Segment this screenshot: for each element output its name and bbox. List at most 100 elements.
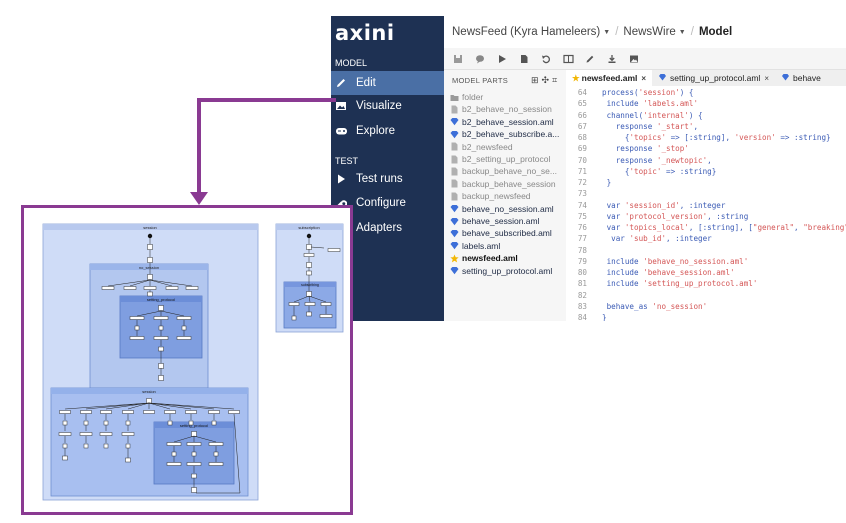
sidebar-section-model: MODEL xyxy=(335,58,368,68)
download-icon[interactable] xyxy=(606,53,618,65)
state-node xyxy=(103,420,109,426)
label-node xyxy=(185,286,199,290)
model-part-item[interactable]: backup_newsfeed xyxy=(450,190,564,202)
transition-edge xyxy=(64,402,150,410)
line-number: 80 xyxy=(577,268,587,277)
model-part-item[interactable]: behave_subscribed.aml xyxy=(450,227,564,239)
model-part-item[interactable]: backup_behave_no_se... xyxy=(450,165,564,177)
folder-icon xyxy=(450,93,459,102)
sidebar-item-test-runs[interactable]: Test runs xyxy=(331,167,444,191)
sidebar-item-label: Visualize xyxy=(356,100,402,112)
model-part-label: b2_behave_session.aml xyxy=(462,116,554,127)
label-node xyxy=(100,410,112,414)
file-icon xyxy=(450,179,459,188)
close-icon[interactable]: × xyxy=(764,73,769,83)
comment-icon[interactable] xyxy=(474,53,486,65)
line-number: 75 xyxy=(577,211,587,221)
state-machine-visualization: session no_session setting_protocol sess… xyxy=(21,205,353,515)
model-part-item[interactable]: labels.aml xyxy=(450,240,564,252)
file-icon xyxy=(450,142,459,151)
no-session-label: no_session xyxy=(139,265,159,270)
play-icon[interactable] xyxy=(496,53,508,65)
state-node xyxy=(62,443,68,449)
sidebar-item-edit[interactable]: Edit xyxy=(331,71,444,95)
gem-icon xyxy=(658,73,667,83)
line-number: 67 xyxy=(577,121,587,131)
image-icon[interactable] xyxy=(628,53,640,65)
model-part-item[interactable]: b2_newsfeed xyxy=(450,141,564,153)
setting-up-protocol-label: setting_protocol xyxy=(147,297,175,302)
line-number: 82 xyxy=(577,290,587,300)
code-line: {'topic' => :string} xyxy=(602,166,717,176)
breadcrumb-group[interactable]: NewsWire xyxy=(623,26,676,38)
transition-edge xyxy=(136,310,162,317)
model-part-item[interactable]: folder xyxy=(450,91,564,103)
state-node xyxy=(167,420,173,426)
label-node xyxy=(153,336,169,340)
gem-icon xyxy=(450,204,459,213)
model-part-item[interactable]: b2_behave_session.aml xyxy=(450,116,564,128)
model-part-item[interactable]: b2_setting_up_protocol xyxy=(450,153,564,165)
code-line: include 'behave_no_session.aml' xyxy=(602,256,749,266)
model-part-item[interactable]: backup_behave_session xyxy=(450,178,564,190)
line-number: 81 xyxy=(577,279,587,289)
split-view-icon[interactable] xyxy=(562,53,574,65)
session-label: session xyxy=(143,225,157,230)
tab-behave[interactable]: behave xyxy=(775,70,827,86)
transition-edge xyxy=(160,310,185,317)
code-line: response '_start', xyxy=(602,121,699,131)
model-part-item[interactable]: behave_no_session.aml xyxy=(450,203,564,215)
file-icon[interactable] xyxy=(518,53,530,65)
chevron-down-icon[interactable]: ▼ xyxy=(678,28,686,36)
model-part-label: behave_subscribed.aml xyxy=(462,228,552,239)
label-node xyxy=(208,462,224,466)
sidebar-item-visualize[interactable]: Visualize xyxy=(331,94,444,118)
code-line: var 'sub_id', :integer xyxy=(602,234,712,244)
model-part-item[interactable]: behave_session.aml xyxy=(450,215,564,227)
tab-newsfeed[interactable]: ★ newsfeed.aml × xyxy=(566,70,653,86)
collapse-icon[interactable]: ⌗ xyxy=(552,75,558,85)
state-node xyxy=(62,420,68,426)
state-node xyxy=(158,346,164,352)
label-node xyxy=(129,316,145,320)
model-part-label: labels.aml xyxy=(462,240,501,251)
sidebar-item-label: Edit xyxy=(356,77,376,89)
save-icon[interactable] xyxy=(452,53,464,65)
breadcrumb-current: Model xyxy=(698,26,733,38)
expand-icon[interactable]: ✣ xyxy=(541,75,550,85)
label-node xyxy=(99,432,113,436)
sidebar-item-explore[interactable]: Explore xyxy=(331,119,444,143)
axini-logo: axini xyxy=(335,21,395,45)
session-inner-label: session xyxy=(142,389,156,394)
state-node xyxy=(158,305,164,311)
state-node xyxy=(306,311,312,317)
close-icon[interactable]: × xyxy=(641,73,647,83)
model-part-item[interactable]: setting_up_protocol.aml xyxy=(450,265,564,277)
add-icon[interactable]: ⊞ xyxy=(531,75,539,85)
undo-icon[interactable] xyxy=(540,53,552,65)
transition-edge xyxy=(105,402,150,410)
label-node xyxy=(304,302,316,306)
line-number: 76 xyxy=(577,223,587,232)
subscription-header xyxy=(276,224,343,230)
chevron-down-icon[interactable]: ▼ xyxy=(603,28,611,36)
state-node xyxy=(103,443,109,449)
model-part-item[interactable]: b2_behave_no_session xyxy=(450,103,564,115)
code-line: } xyxy=(602,178,612,187)
breadcrumb-project[interactable]: NewsFeed (Kyra Hameleers) xyxy=(452,26,601,38)
editor-tabs: ★ newsfeed.aml × setting_up_protocol.aml… xyxy=(566,70,846,87)
session-header xyxy=(43,224,258,230)
model-part-item[interactable]: b2_behave_subscribe.a... xyxy=(450,128,564,140)
label-node xyxy=(166,442,182,446)
code-line: {'topics' => [:string], 'version' => :st… xyxy=(602,133,831,142)
model-part-item[interactable]: newsfeed.aml xyxy=(450,252,564,264)
line-number: 72 xyxy=(577,178,587,187)
pencil-icon[interactable] xyxy=(584,53,596,65)
state-node xyxy=(211,420,217,426)
image-icon xyxy=(334,99,348,113)
transition-edge xyxy=(173,435,195,443)
model-editor-window: axini MODEL Edit Visualize Explore TEST xyxy=(331,16,846,321)
tab-setting-up-protocol[interactable]: setting_up_protocol.aml × xyxy=(652,70,775,86)
setting-up-protocol-header xyxy=(120,296,202,302)
